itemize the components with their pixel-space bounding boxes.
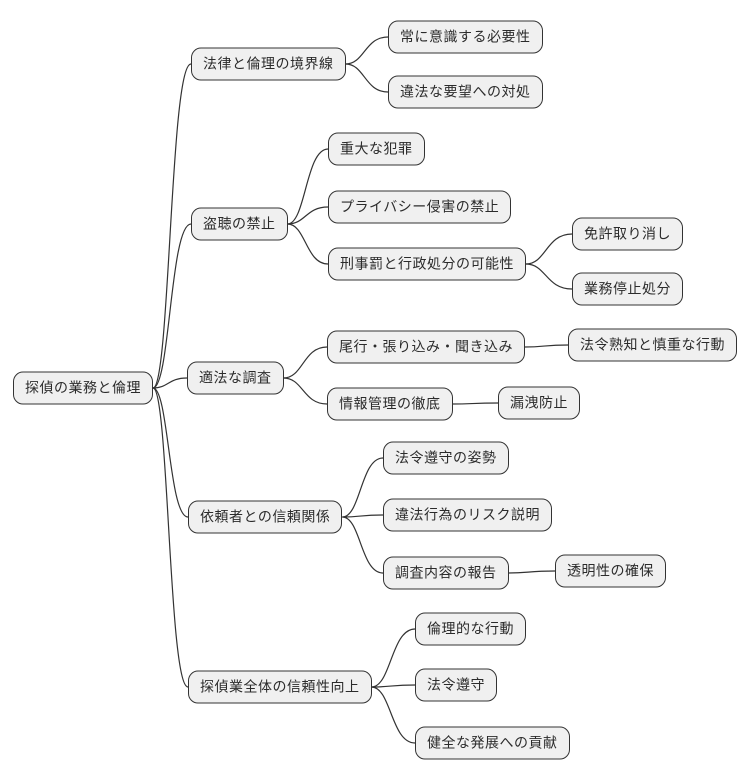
mindmap-node-d4c1: 透明性の確保 [555,554,666,588]
mindmap-node-b5: 探偵業全体の信頼性向上 [188,670,372,704]
mindmap-node-d3b1: 漏洩防止 [498,386,580,420]
mindmap-edge-b5-c5b [371,684,416,688]
mindmap-node-c1b: 違法な要望への対処 [388,75,543,109]
mindmap-edge-c3b-d3b1 [452,402,499,405]
mindmap-edge-c3a-d3a1 [524,344,569,348]
mindmap-node-d2c2: 業務停止処分 [572,272,683,306]
mindmap-node-c3a: 尾行・張り込み・聞き込み [327,330,525,364]
mindmap-node-c4b: 違法行為のリスク説明 [383,498,552,532]
mindmap-edge-c2c-d2c1 [525,233,573,265]
mindmap-edge-b4-c4c [342,516,384,574]
mindmap-node-b3: 適法な調査 [187,361,284,395]
mindmap-node-b2: 盗聴の禁止 [191,207,288,241]
mindmap-node-c5c: 健全な発展への貢献 [415,726,570,760]
mindmap-edge-c2c-d2c2 [525,263,573,290]
mindmap-node-c2a: 重大な犯罪 [328,132,425,166]
mindmap-edge-root-b2 [152,223,192,389]
mindmap-edge-b3-c3a [283,346,328,379]
mindmap-node-b1: 法律と倫理の境界線 [191,47,346,81]
mindmap-edge-root-b1 [152,63,192,389]
mindmap-node-c5b: 法令遵守 [415,668,497,702]
mindmap-edge-b1-c1b [345,63,389,93]
mindmap-edge-root-b4 [152,387,189,518]
mindmap-node-b4: 依頼者との信頼関係 [188,500,343,534]
mindmap-node-c2c: 刑事罰と行政処分の可能性 [328,247,526,281]
mindmap-edge-b5-c5c [371,686,416,744]
mindmap-node-c1a: 常に意識する必要性 [388,20,543,54]
mindmap-node-c2b: プライバシー侵害の禁止 [328,190,512,224]
mindmap-node-c4a: 法令遵守の姿勢 [383,441,509,475]
mindmap-node-root: 探偵の業務と倫理 [13,371,153,405]
mindmap-node-c5a: 倫理的な行動 [415,612,526,646]
mindmap-node-d2c1: 免許取り消し [572,217,683,251]
mindmap-edge-b2-c2b [287,206,329,225]
mindmap-edge-b2-c2c [287,223,329,265]
mindmap-edge-c4c-d4c1 [508,570,556,574]
mindmap-node-c4c: 調査内容の報告 [383,556,509,590]
mindmap-edge-b2-c2a [287,148,329,225]
mindmap-edge-root-b3 [152,377,188,389]
mindmap-edge-b3-c3b [283,377,328,405]
mindmap-edge-b4-c4a [342,457,384,518]
mindmap-edge-root-b5 [152,387,189,688]
mindmap-edge-b4-c4b [342,514,384,518]
mindmap-node-d3a1: 法令熟知と慎重な行動 [568,328,737,362]
mindmap-edge-b1-c1a [345,36,389,65]
mindmap-edge-b5-c5a [371,628,416,688]
mindmap-node-c3b: 情報管理の徹底 [327,387,453,421]
